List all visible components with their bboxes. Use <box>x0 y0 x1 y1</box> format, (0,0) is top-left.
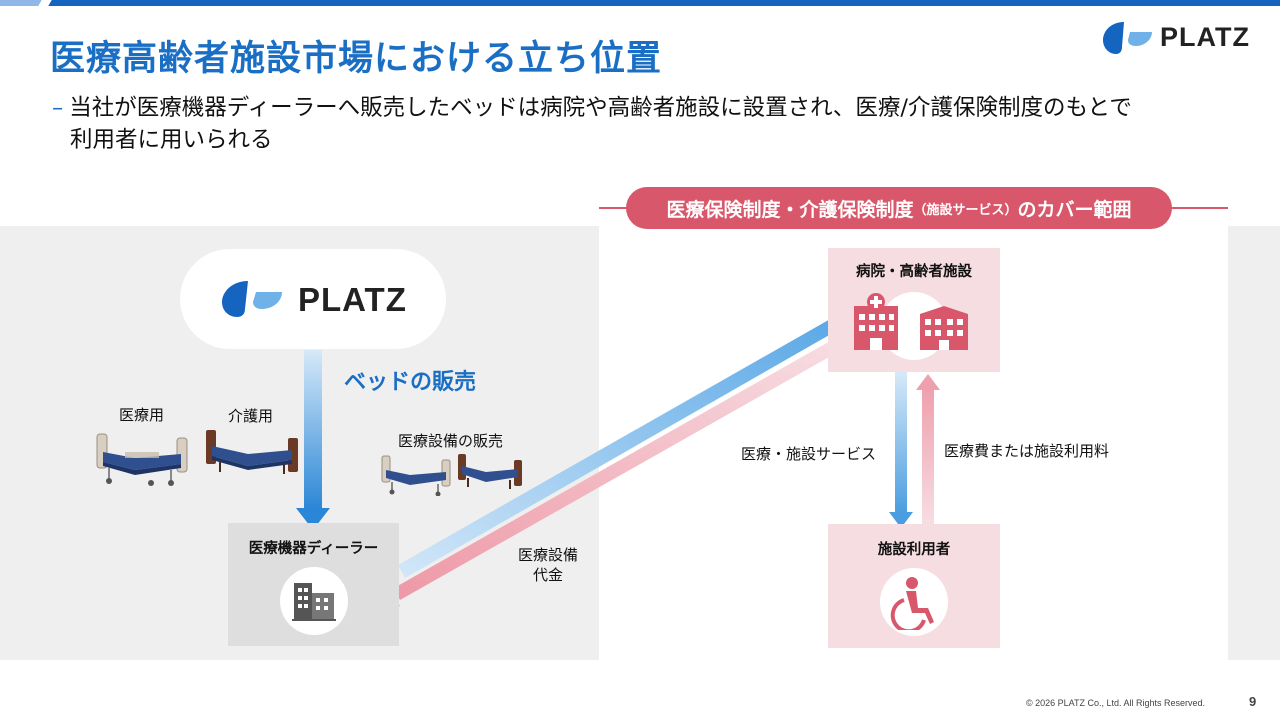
hospital-icon <box>854 293 898 350</box>
care-bed-label: 介護用 <box>228 407 274 425</box>
bed-sale-label: ベッドの販売 <box>344 370 477 395</box>
platz-logo-icon <box>222 281 282 317</box>
equipment-payment-label: 医療設備 代金 <box>518 545 578 585</box>
footer-copyright: © 2026 PLATZ Co., Ltd. All Rights Reserv… <box>1026 698 1206 708</box>
user-icon-circle <box>880 568 948 636</box>
header-logo-text: PLATZ <box>1160 22 1250 52</box>
coverage-label-small: （施設サービス） <box>913 202 1018 218</box>
dealer-node: 医療機器ディーラー <box>228 523 399 646</box>
service-arrow <box>889 372 913 528</box>
coverage-label-tail: のカバー範囲 <box>1017 198 1132 221</box>
bullet-text-line1: –当社が医療機器ディーラーへ販売したベッドは病院や高齢者施設に設置され、医療/介… <box>52 92 1132 124</box>
equipment-sale-label: 医療設備の販売 <box>398 432 504 450</box>
platz-node-text: PLATZ <box>298 281 407 318</box>
top-accent-bar-light <box>0 0 48 6</box>
wheelchair-icon <box>890 577 934 630</box>
medical-bed-icon <box>381 455 451 496</box>
bed-sale-arrow <box>296 350 330 530</box>
dealer-label: 医療機器ディーラー <box>248 541 379 557</box>
equipment-payment-line2: 代金 <box>533 566 564 584</box>
coverage-label-main: 医療保険制度・介護保険制度 <box>666 198 914 221</box>
hospital-label: 病院・高齢者施設 <box>856 264 972 280</box>
facility-user-node: 施設利用者 <box>828 524 1000 648</box>
bullet-line2: 利用者に用いられる <box>70 127 273 153</box>
coverage-line-right <box>1160 207 1228 209</box>
equipment-payment-line1: 医療設備 <box>518 546 579 564</box>
top-accent-bar <box>0 0 1280 6</box>
coverage-line-left <box>599 207 639 209</box>
fee-arrow <box>916 374 940 524</box>
medical-bed-icon <box>96 433 188 486</box>
facility-building-icon <box>920 306 968 350</box>
platz-logo-icon <box>1103 22 1152 54</box>
bullet-line1: 当社が医療機器ディーラーへ販売したベッドは病院や高齢者施設に設置され、医療/介護… <box>69 95 1132 121</box>
slide-title: 医療高齢者施設市場における立ち位置 <box>50 39 663 79</box>
coverage-label: 医療保険制度・介護保険制度（施設サービス）のカバー範囲 <box>626 187 1172 229</box>
right-panel-background <box>1228 226 1280 660</box>
hospital-node: 病院・高齢者施設 <box>828 248 1000 372</box>
service-label: 医療・施設サービス <box>741 445 877 463</box>
office-building-icon <box>292 583 336 621</box>
bullet-dash: – <box>52 95 64 121</box>
platz-node-logo: PLATZ <box>220 277 420 321</box>
fee-label: 医療費または施設利用料 <box>944 442 1110 460</box>
care-bed-icon <box>458 454 522 489</box>
page-number: 9 <box>1249 694 1257 709</box>
medical-bed-label: 医療用 <box>119 406 165 424</box>
facility-user-label: 施設利用者 <box>877 542 951 558</box>
header-logo: PLATZ <box>1100 18 1260 58</box>
platz-company-node: PLATZ <box>180 249 446 349</box>
care-bed-icon <box>206 430 298 474</box>
dealer-icon-circle <box>280 567 348 635</box>
